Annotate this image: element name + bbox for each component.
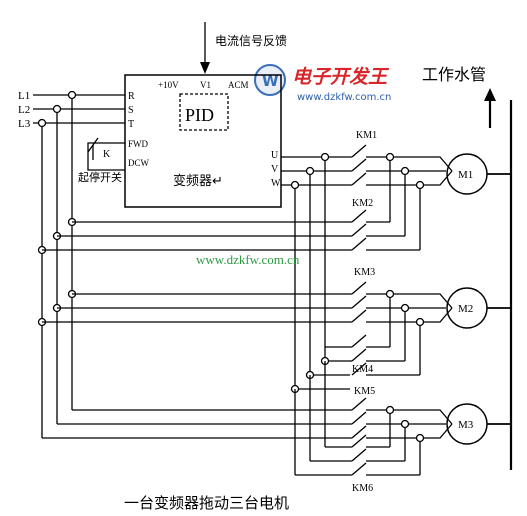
logo-circle <box>254 64 286 96</box>
svg-text:M3: M3 <box>458 419 474 431</box>
motor-m1: M1 <box>385 152 488 195</box>
phase-label: L2 <box>18 104 30 116</box>
contactor-km2: KM2 <box>42 157 421 251</box>
svg-text:KM2: KM2 <box>352 198 373 209</box>
logo-url-text: www.dzkfw.com.cn <box>297 92 391 103</box>
switch-label: K <box>103 149 111 160</box>
terminal-s: S <box>128 105 134 116</box>
terminal-dcw: DCW <box>128 158 150 168</box>
svg-text:KM4: KM4 <box>352 364 373 375</box>
pid-box <box>179 93 229 131</box>
feedback-label: 电流信号反馈 <box>215 34 287 48</box>
pid-label: PID <box>185 105 214 125</box>
contactor-km4: KM4 <box>325 294 421 376</box>
terminal-acm: ACM <box>228 80 249 90</box>
phase-label: L1 <box>18 90 30 102</box>
contactor-km6: KM6 <box>294 361 421 494</box>
motor-m2: M2 <box>385 287 488 329</box>
svg-text:M2: M2 <box>458 303 473 315</box>
watermark-text: www.dzkfw.com.cn <box>196 252 300 267</box>
inverter-box <box>124 74 282 208</box>
terminal-plus10v: +10V <box>158 80 179 90</box>
terminal-r: R <box>128 91 135 102</box>
svg-text:M1: M1 <box>458 169 473 181</box>
inverter-output-bus <box>281 152 352 394</box>
terminal-v: V <box>271 164 279 175</box>
terminal-v1: V1 <box>200 80 211 90</box>
terminal-t: T <box>128 119 134 130</box>
site-logo: W 电子开发王 www.dzkfw.com.cn <box>254 64 391 103</box>
contactor-km3: KM3 <box>42 267 420 323</box>
phase-label: L3 <box>18 118 31 130</box>
svg-text:KM5: KM5 <box>354 386 375 397</box>
logo-w-mark: W <box>262 72 279 90</box>
water-pipe-label: 工作水管 <box>422 65 486 84</box>
logo-brand-text: 电子开发王 <box>292 66 390 88</box>
terminal-u: U <box>271 150 279 161</box>
terminal-w: W <box>271 178 281 189</box>
terminal-fwd: FWD <box>128 139 149 149</box>
switch-caption: 起停开关 <box>78 170 122 184</box>
contactor-km1: KM1 <box>351 130 420 186</box>
supply-lines: L1 L2 L3 <box>18 90 125 438</box>
inverter: PID +10V V1 ACM R S T FWD DCW U V W 变频器↵ <box>124 74 282 208</box>
svg-text:KM3: KM3 <box>354 267 375 278</box>
feedback-arrowhead <box>200 62 210 74</box>
diagram-caption: 一台变频器拖动三台电机 <box>124 494 289 512</box>
start-stop-switch: K 起停开关 <box>78 137 125 184</box>
svg-text:KM6: KM6 <box>352 483 373 494</box>
water-pipe-arrowhead <box>484 88 496 101</box>
contactor-km5: KM5 <box>42 386 420 439</box>
svg-text:KM1: KM1 <box>356 130 377 141</box>
inverter-name: 变频器↵ <box>173 173 223 189</box>
